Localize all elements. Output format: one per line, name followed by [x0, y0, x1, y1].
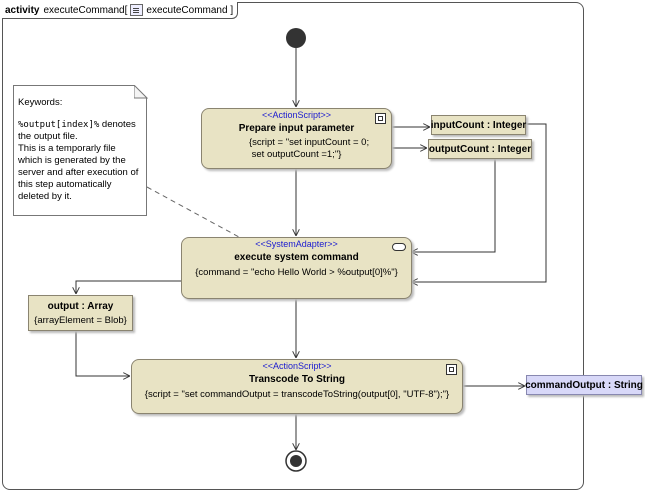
frame-name: executeCommand[ — [43, 4, 128, 16]
system-adapter-icon — [392, 243, 406, 251]
note-fold-corner — [134, 85, 148, 99]
note-line-3: This is a temporarly file — [18, 143, 116, 154]
action-props: {command = "echo Hello World > %output[0… — [195, 267, 398, 278]
activity-diagram-icon — [130, 4, 144, 16]
object-command-output[interactable]: commandOutput : String — [525, 375, 643, 395]
flow-inputcount-to-execute — [411, 123, 547, 282]
object-output-array[interactable]: output : Array {arrayElement = Blob} — [28, 295, 133, 331]
action-prepare-input-parameter[interactable]: <<ActionScript>> Prepare input parameter… — [201, 108, 392, 169]
flow-execute-to-output — [76, 280, 181, 294]
initial-node — [286, 28, 306, 48]
frame-name-ref: executeCommand ] — [146, 4, 234, 16]
note-line-4: which is generated by the — [18, 155, 126, 166]
flow-outputcount-to-execute — [411, 158, 496, 252]
note-keywords-label: Keywords — [18, 97, 60, 108]
note-line-1: %output[index]% denotes — [18, 119, 142, 131]
action-name: Prepare input parameter — [238, 123, 355, 134]
keywords-note: Keywords: %output[index]% denotes the ou… — [13, 85, 147, 216]
action-stereotype: <<ActionScript>> — [262, 361, 332, 371]
note-anchor — [146, 186, 240, 238]
note-line-6: this step automatically — [18, 179, 112, 190]
frame-title-tab: activity executeCommand[ executeCommand … — [2, 2, 239, 19]
note-line-2: the output file. — [18, 131, 78, 142]
object-input-count[interactable]: inputCount : Integer — [431, 115, 526, 135]
action-props: {script = "set commandOutput = transcode… — [144, 389, 450, 400]
object-output-count[interactable]: outputCount : Integer — [428, 139, 532, 159]
action-script-icon — [446, 364, 457, 375]
action-script-icon — [375, 113, 386, 124]
action-name: Transcode To String — [249, 374, 345, 385]
note-colon: : — [59, 97, 63, 108]
frame-keyword: activity — [5, 4, 40, 16]
object-label: commandOutput : String — [525, 379, 643, 391]
note-line-5: server and after execution of — [18, 167, 139, 178]
object-sub-label: {arrayElement = Blob} — [34, 314, 127, 326]
object-label: inputCount : Integer — [430, 119, 527, 131]
action-name: execute system command — [234, 252, 359, 263]
action-stereotype: <<SystemAdapter>> — [255, 239, 338, 249]
flow-output-to-transcode — [75, 330, 130, 376]
action-props: {script = "set inputCount = 0; set outpu… — [249, 137, 370, 160]
object-label: outputCount : Integer — [428, 143, 532, 155]
action-stereotype: <<ActionScript>> — [261, 110, 332, 120]
action-execute-system-command[interactable]: <<SystemAdapter>> execute system command… — [181, 237, 412, 299]
final-node-center — [290, 455, 302, 467]
note-line1-rest: denotes — [99, 119, 136, 130]
note-line-7: deleted by it. — [18, 191, 72, 202]
action-transcode-to-string[interactable]: <<ActionScript>> Transcode To String {sc… — [131, 359, 463, 414]
object-label: output : Array — [47, 300, 114, 312]
note-heading: Keywords: — [18, 97, 142, 109]
note-code: %output[index]% — [18, 120, 100, 130]
